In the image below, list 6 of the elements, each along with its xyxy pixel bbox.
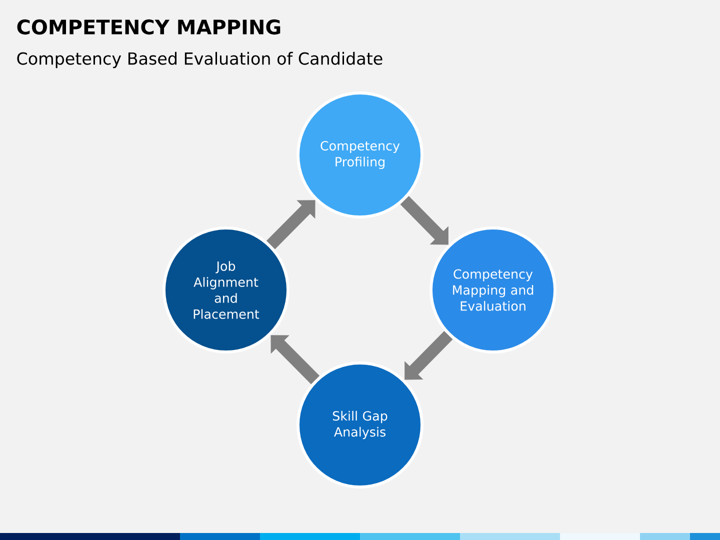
subtitle: Competency Based Evaluation of Candidate bbox=[17, 52, 382, 68]
arrow bbox=[270, 335, 320, 384]
arrow bbox=[404, 331, 453, 380]
arrow bbox=[400, 196, 448, 245]
title: COMPETENCY MAPPING bbox=[17, 19, 280, 35]
arrow bbox=[266, 200, 316, 250]
